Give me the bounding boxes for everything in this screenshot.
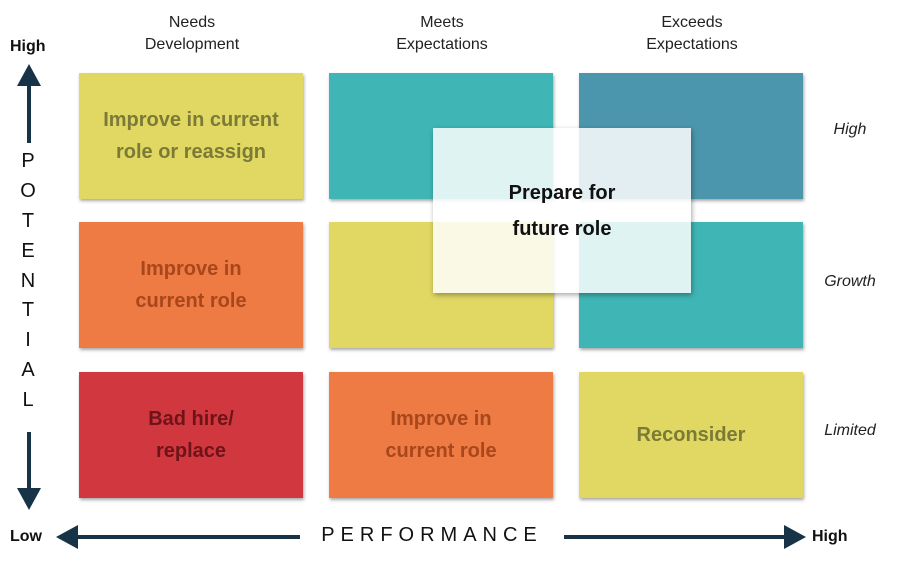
cell-text: replace — [155, 440, 227, 462]
column-header-line: Exceeds — [661, 14, 723, 31]
performance-right-arrow — [564, 525, 806, 549]
potential-letter: T — [21, 209, 35, 232]
overlay-text: Prepare for — [508, 181, 616, 204]
column-header-needs-development: Needs Development — [79, 12, 305, 56]
potential-letter: P — [21, 150, 35, 172]
performance-axis-title: PERFORMANCE — [300, 524, 564, 547]
cell-limited-meets-expectations: Improve in current role — [329, 372, 553, 498]
column-header-meets-expectations: Meets Expectations — [329, 12, 555, 56]
performance-low-label: Low — [10, 528, 42, 545]
cell-growth-needs-development: Improve in current role — [79, 222, 303, 348]
cell-high-needs-development: Improve in current role or reassign — [79, 73, 303, 199]
cell-text: Improve in — [140, 258, 242, 280]
performance-left-arrow — [56, 525, 300, 549]
cell-text: Improve in current — [103, 109, 279, 131]
potential-up-arrow — [17, 64, 41, 143]
potential-letter: T — [21, 299, 35, 322]
column-header-line: Meets — [420, 14, 464, 31]
cell-text: current role — [135, 290, 247, 312]
prepare-for-future-role-box: Prepare for future role — [433, 128, 691, 293]
column-header-exceeds-expectations: Exceeds Expectations — [579, 12, 805, 56]
potential-letter: I — [25, 329, 31, 352]
cell-text: role or reassign — [115, 141, 267, 163]
potential-letter: N — [20, 269, 36, 292]
performance-high-label: High — [812, 528, 848, 545]
row-label-high: High — [833, 121, 867, 138]
overlay-text: future role — [512, 217, 612, 240]
potential-axis-title: P O T E N T I A L — [16, 150, 40, 412]
column-header-line: Expectations — [646, 36, 738, 53]
row-label-limited: Limited — [824, 422, 876, 439]
column-header-line: Needs — [168, 14, 216, 31]
cell-text: Bad hire/ — [148, 408, 234, 430]
potential-letter: A — [21, 359, 35, 382]
cell-text: Improve in — [390, 408, 492, 430]
cell-text: Reconsider — [636, 424, 746, 446]
potential-high-label: High — [10, 38, 46, 55]
potential-down-arrow — [17, 432, 41, 510]
cell-limited-exceeds-expectations: Reconsider — [579, 372, 803, 498]
cell-limited-needs-development: Bad hire/ replace — [79, 372, 303, 498]
potential-letter: L — [22, 389, 34, 411]
potential-letter: O — [20, 179, 36, 202]
potential-letter: E — [21, 239, 35, 262]
column-header-line: Expectations — [396, 36, 488, 53]
cell-text: current role — [385, 440, 497, 462]
column-header-line: Development — [144, 36, 240, 53]
row-label-growth: Growth — [824, 273, 876, 290]
